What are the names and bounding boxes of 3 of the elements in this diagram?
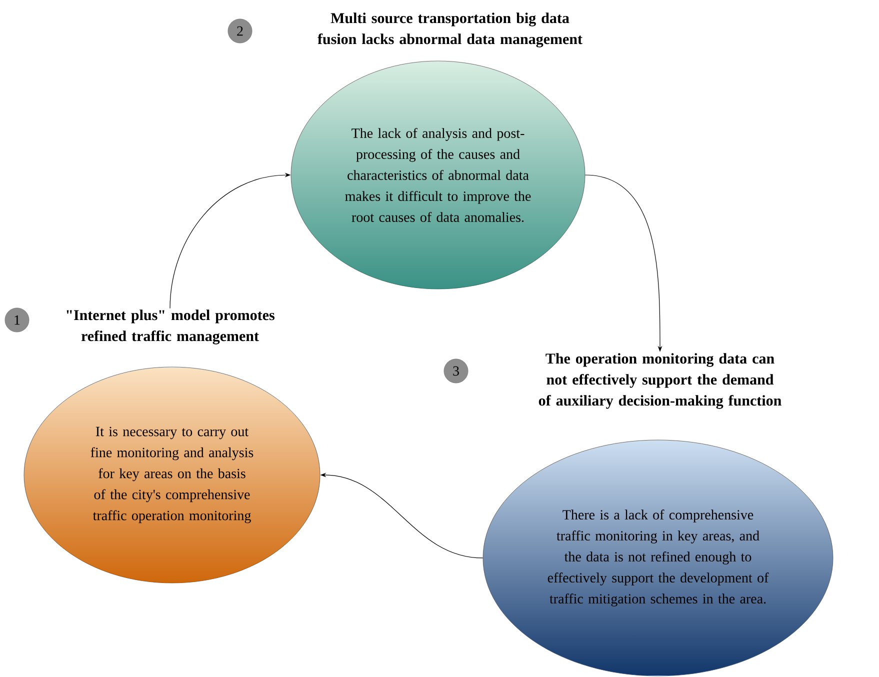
heading: The operation monitoring data can not effectively support the demand of auxiliary decision-making function	[538, 353, 782, 409]
heading: "Internet plus" model promotes refined traffic management	[66, 310, 274, 344]
heading: Multi source transportation big data fusion lacks abnormal data management	[318, 12, 582, 48]
